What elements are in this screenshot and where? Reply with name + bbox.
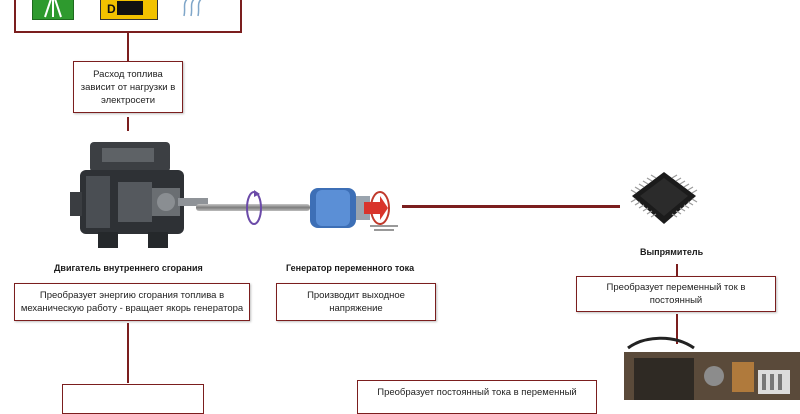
top-icon-panel: D [14,0,242,33]
wire-fuel-engine [127,117,129,131]
engine-next-box [62,384,204,414]
rotation-arrow-icon [240,188,268,228]
wire-rectifier-down [676,264,678,276]
inverter-description-text: Преобразует постоянный тока в переменный [377,387,577,398]
wire-engine-down [127,323,129,383]
engine-image [68,132,208,254]
exhaust-icon [176,0,206,18]
wire-rectifier-inverter [676,314,678,344]
inverter-board-image [604,334,800,400]
rectifier-description-text: Преобразует переменный ток в постоянный [606,282,746,306]
engine-description-box: Преобразует энергию сгорания топлива в м… [14,283,250,321]
svg-text:D: D [107,2,116,16]
inverter-description-box: Преобразует постоянный тока в переменный [357,380,597,414]
engine-label: Двигатель внутреннего сгорания [54,263,203,273]
drive-shaft [196,204,310,211]
generator-label: Генератор переменного тока [286,263,415,273]
rectifier-description-box: Преобразует переменный ток в постоянный [576,276,776,312]
diesel-fuel-icon: D [100,0,158,20]
wire-top [127,33,129,61]
fuel-consumption-box: Расход топлива зависит от нагрузки в эле… [73,61,183,113]
rectifier-label: Выпрямитель [640,247,704,257]
green-road-icon [32,0,74,20]
fuel-consumption-text: Расход топлива зависит от нагрузки в эле… [80,68,176,106]
engine-description-text: Преобразует энергию сгорания топлива в м… [20,290,244,314]
generator-image [306,182,402,234]
rectifier-chip-image [622,166,704,238]
generator-description-box: Производит выходное напряжение [276,283,436,321]
wire-generator-rectifier [402,205,620,208]
generator-description-text: Производит выходное напряжение [307,290,405,314]
